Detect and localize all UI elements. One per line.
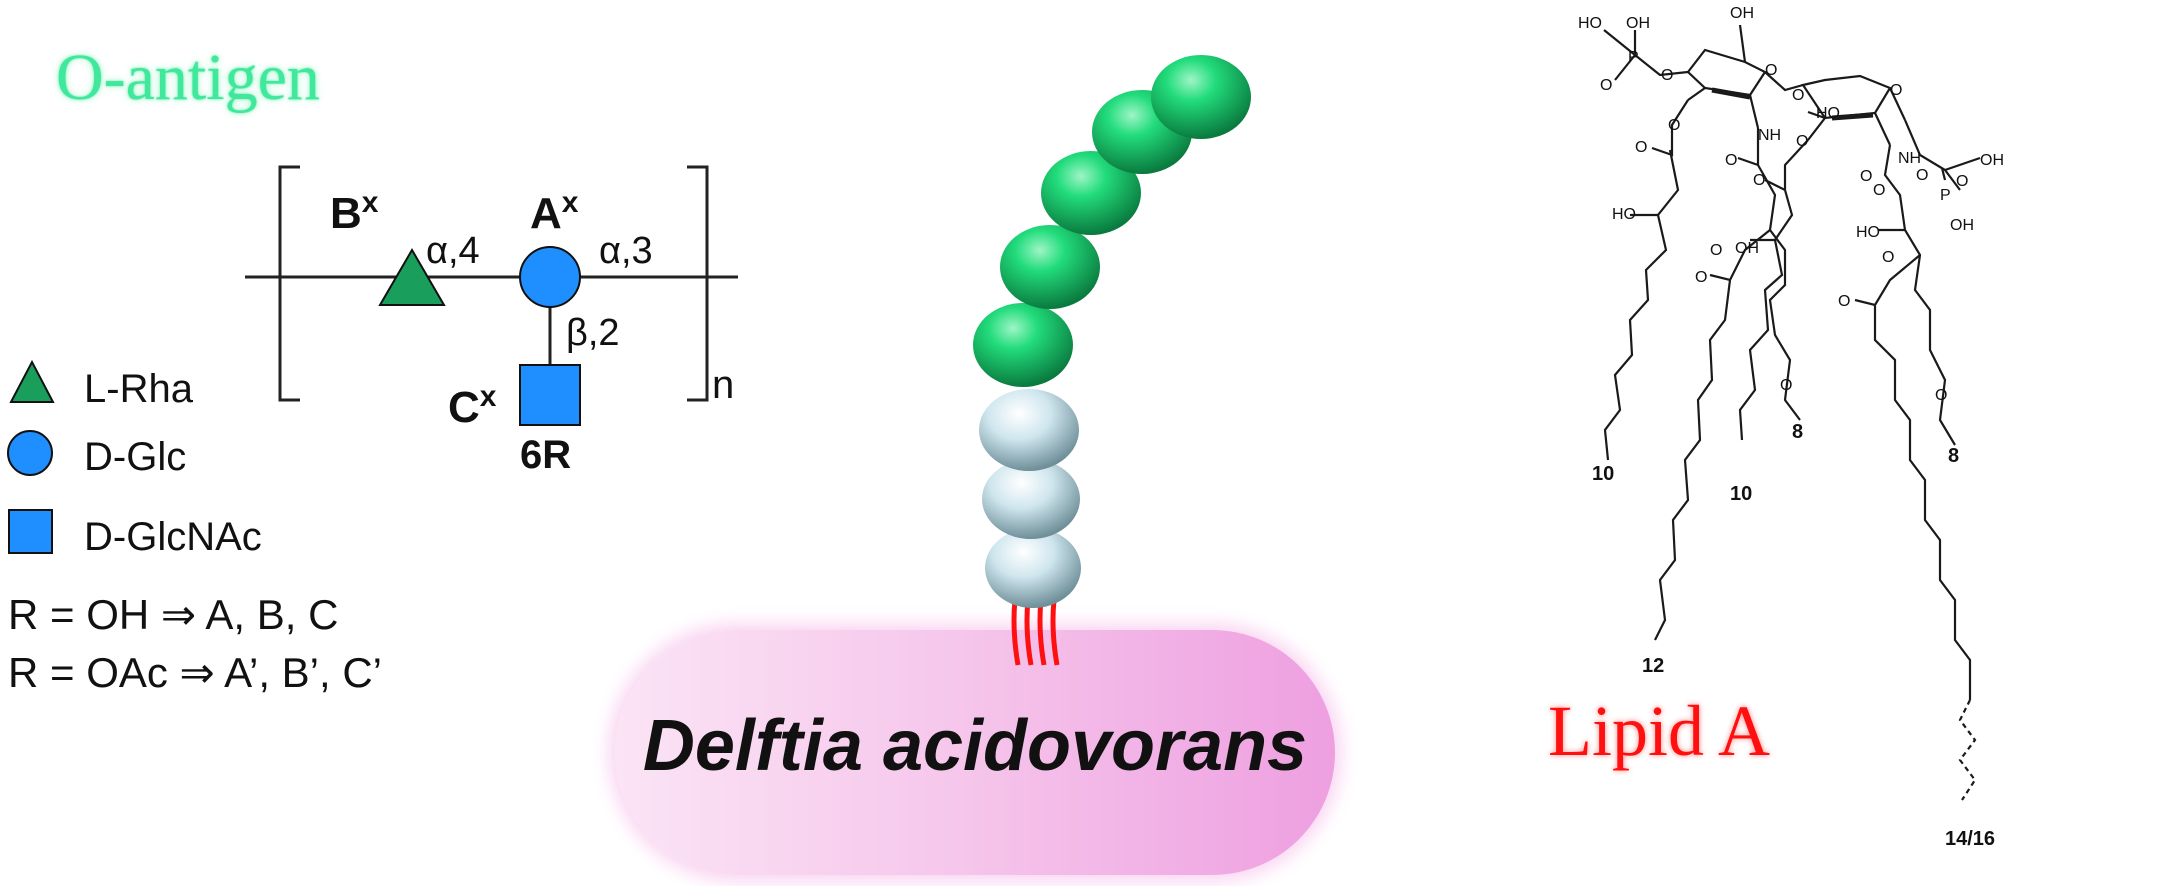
svg-text:O: O xyxy=(1873,182,1885,199)
svg-text:OH: OH xyxy=(1735,240,1759,257)
svg-text:O: O xyxy=(1890,82,1902,99)
core-bead-3 xyxy=(985,528,1081,608)
svg-text:O: O xyxy=(1792,87,1804,104)
link-beta2: β,2 xyxy=(566,312,620,354)
svg-text:NH: NH xyxy=(1758,127,1781,144)
svg-text:P: P xyxy=(1940,187,1951,204)
svg-text:HO: HO xyxy=(1856,224,1880,241)
svg-text:O: O xyxy=(1916,167,1928,184)
legend-icons xyxy=(7,359,55,554)
rule-oh: R = OH ⇒ A, B, C xyxy=(8,591,339,638)
bacterium-cell xyxy=(615,630,1335,875)
svg-text:O: O xyxy=(1600,77,1612,94)
link-alpha3: α,3 xyxy=(599,230,653,272)
repeat-unit-diagram: Bx Ax Cx α,4 α,3 β,2 6R n xyxy=(245,165,738,477)
svg-text:OH: OH xyxy=(1950,217,1974,234)
svg-text:OH: OH xyxy=(1980,152,2004,169)
structure-bonds xyxy=(1603,24,1981,700)
substituent-6r: 6R xyxy=(520,433,571,477)
svg-text:O: O xyxy=(1695,269,1707,286)
svg-text:NH: NH xyxy=(1898,150,1921,167)
o-antigen-bead-2 xyxy=(1000,225,1100,309)
legend-rha-label: L-Rha xyxy=(84,367,193,411)
lipid-a-structure: HO OH P O O OH O O HO O O NH NH O P OH O… xyxy=(1578,5,2004,850)
right-bracket xyxy=(687,165,709,402)
rule-oac: R = OAc ⇒ A’, B’, C’ xyxy=(8,649,383,696)
glcnac-square-icon xyxy=(519,364,581,426)
svg-text:O: O xyxy=(1838,293,1850,310)
svg-text:O: O xyxy=(1635,139,1647,156)
svg-text:HO: HO xyxy=(1612,206,1636,223)
svg-text:10: 10 xyxy=(1592,463,1614,485)
svg-text:O: O xyxy=(1661,67,1673,84)
repeat-n-label: n xyxy=(712,363,734,407)
o-antigen-bead-5 xyxy=(1151,55,1251,139)
svg-text:OH: OH xyxy=(1730,5,1754,22)
o-antigen-bead-1 xyxy=(973,303,1073,387)
svg-text:12: 12 xyxy=(1642,655,1664,677)
svg-text:O: O xyxy=(1780,377,1792,394)
left-bracket xyxy=(278,165,300,402)
o-antigen-title: O-antigen xyxy=(56,41,320,114)
residue-c-label: Cx xyxy=(448,380,497,432)
svg-text:8: 8 xyxy=(1948,445,1959,467)
svg-text:14/16: 14/16 xyxy=(1945,828,1995,850)
legend-glcnac-label: D-GlcNAc xyxy=(84,515,262,559)
organism-label: Delftia acidovorans xyxy=(642,706,1308,786)
rhamnose-triangle-icon xyxy=(378,248,446,306)
legend-square-icon xyxy=(8,509,53,554)
o-antigen-bead-3 xyxy=(1041,151,1141,235)
variable-chain xyxy=(1958,699,1977,801)
svg-text:O: O xyxy=(1668,117,1680,134)
svg-text:10: 10 xyxy=(1730,483,1752,505)
lipid-a-title: Lipid A xyxy=(1548,691,1771,771)
glucose-circle-icon xyxy=(519,246,581,308)
residue-b-label: Bx xyxy=(330,186,379,238)
svg-text:O: O xyxy=(1882,249,1894,266)
lps-bead-chain xyxy=(973,55,1251,666)
svg-text:HO: HO xyxy=(1816,105,1840,122)
svg-text:O: O xyxy=(1935,387,1947,404)
svg-text:8: 8 xyxy=(1792,421,1803,443)
svg-text:P: P xyxy=(1628,49,1639,66)
svg-text:O: O xyxy=(1725,152,1737,169)
atom-labels: HO OH P O O OH O O HO O O NH NH O P OH O… xyxy=(1578,5,2004,404)
residue-a-label: Ax xyxy=(530,186,579,238)
chain-length-labels: 10 12 8 10 8 14/16 xyxy=(1592,421,1995,850)
svg-text:O: O xyxy=(1956,173,1968,190)
legend-circle-icon xyxy=(7,430,53,476)
svg-text:O: O xyxy=(1710,242,1722,259)
legend-triangle-icon xyxy=(9,359,55,403)
svg-text:O: O xyxy=(1765,62,1777,79)
core-bead-1 xyxy=(979,389,1079,471)
link-alpha4: α,4 xyxy=(426,230,480,272)
svg-text:HO: HO xyxy=(1578,15,1602,32)
svg-text:O: O xyxy=(1753,172,1765,189)
svg-text:O: O xyxy=(1860,168,1872,185)
legend-glc-label: D-Glc xyxy=(84,435,187,479)
lipid-anchor xyxy=(1011,599,1060,666)
svg-text:O: O xyxy=(1796,133,1808,150)
svg-text:OH: OH xyxy=(1626,15,1650,32)
core-bead-2 xyxy=(982,459,1080,539)
